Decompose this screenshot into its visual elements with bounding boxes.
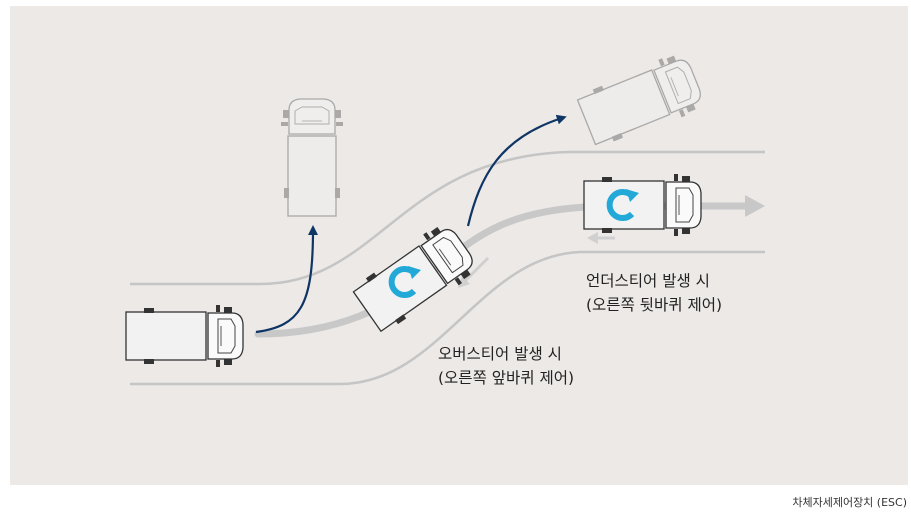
truck-understeer-ghost <box>575 50 707 151</box>
road-edge-upper <box>130 150 765 286</box>
reverse-arrow-oversteer <box>458 256 490 288</box>
oversteer-control-icon <box>388 266 421 298</box>
oversteer-label-line2: (오른쪽 앞바퀴 제어) <box>438 369 575 387</box>
oversteer-label-line1: 오버스티어 발생 시 <box>438 345 562 363</box>
oversteer-label: 오버스티어 발생 시 (오른쪽 앞바퀴 제어) <box>438 342 574 390</box>
understeer-label-line2: (오른쪽 뒷바퀴 제어) <box>586 296 723 314</box>
understeer-label-line1: 언더스티어 발생 시 <box>586 272 710 290</box>
truck-start <box>125 304 244 368</box>
understeer-label: 언더스티어 발생 시 (오른쪽 뒷바퀴 제어) <box>586 269 722 317</box>
diagram-panel: 언더스티어 발생 시 (오른쪽 뒷바퀴 제어) 오버스티어 발생 시 (오른쪽 … <box>10 6 908 485</box>
truck-oversteer-ghost <box>281 99 343 216</box>
oversteer-trajectory-arrow <box>255 225 318 334</box>
understeer-control-icon <box>606 189 639 221</box>
road-edges <box>130 150 765 386</box>
reverse-arrow-understeer <box>587 232 615 244</box>
truck-understeer <box>583 173 702 237</box>
understeer-trajectory-arrow <box>466 114 567 227</box>
road-edge-lower <box>130 250 765 386</box>
figure-caption: 차체자세제어장치 (ESC) <box>792 496 907 509</box>
path-arrowhead <box>745 195 765 217</box>
esc-diagram <box>125 6 765 386</box>
